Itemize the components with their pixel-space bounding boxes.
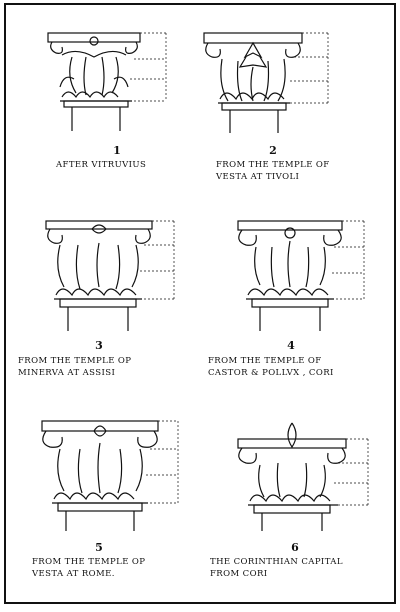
capital-drawing-5 [41, 420, 179, 531]
capital-drawing-3 [45, 220, 175, 331]
capital-drawing-2 [203, 32, 329, 133]
figure-4: 4 FROM THE TEMPLE OF CASTOR & POLLVX , C… [206, 215, 382, 405]
figure-number-5: 5 [95, 541, 103, 554]
figure-1: 1 AFTER VITRUVIUS [42, 27, 218, 217]
figure-number-3: 3 [95, 339, 103, 352]
figure-number-1: 1 [113, 144, 121, 157]
figure-number-4: 4 [287, 339, 295, 352]
figure-number-6: 6 [291, 541, 299, 554]
figure-number-2: 2 [269, 144, 277, 157]
plate-frame: 1 AFTER VITRUVIUS 2 FRO [4, 3, 396, 604]
figure-5: 5 FROM THE TEMPLE OP VESTA AT ROME. [14, 413, 190, 603]
figure-caption-5: FROM THE TEMPLE OP VESTA AT ROME. [32, 557, 146, 579]
figure-6: 6 THE CORINTHIAN CAPITAL FROM CORI [210, 413, 386, 603]
figure-3: 3 FROM THE TEMPLE OP MINERVA AT ASSISI [14, 215, 190, 405]
capital-drawing-1 [47, 32, 167, 131]
capital-drawing-4 [237, 220, 365, 331]
figure-caption-1: AFTER VITRUVIUS [56, 160, 147, 170]
figure-caption-6: THE CORINTHIAN CAPITAL FROM CORI [210, 557, 343, 579]
figure-caption-4: FROM THE TEMPLE OF CASTOR & POLLVX , COR… [208, 356, 334, 378]
figure-caption-3: FROM THE TEMPLE OP MINERVA AT ASSISI [18, 356, 132, 378]
capital-drawing-6 [237, 422, 369, 531]
figure-2: 2 FROM THE TEMPLE OF VESTA AT TIVOLI [198, 27, 374, 217]
figure-caption-2: FROM THE TEMPLE OF VESTA AT TIVOLI [216, 160, 330, 182]
